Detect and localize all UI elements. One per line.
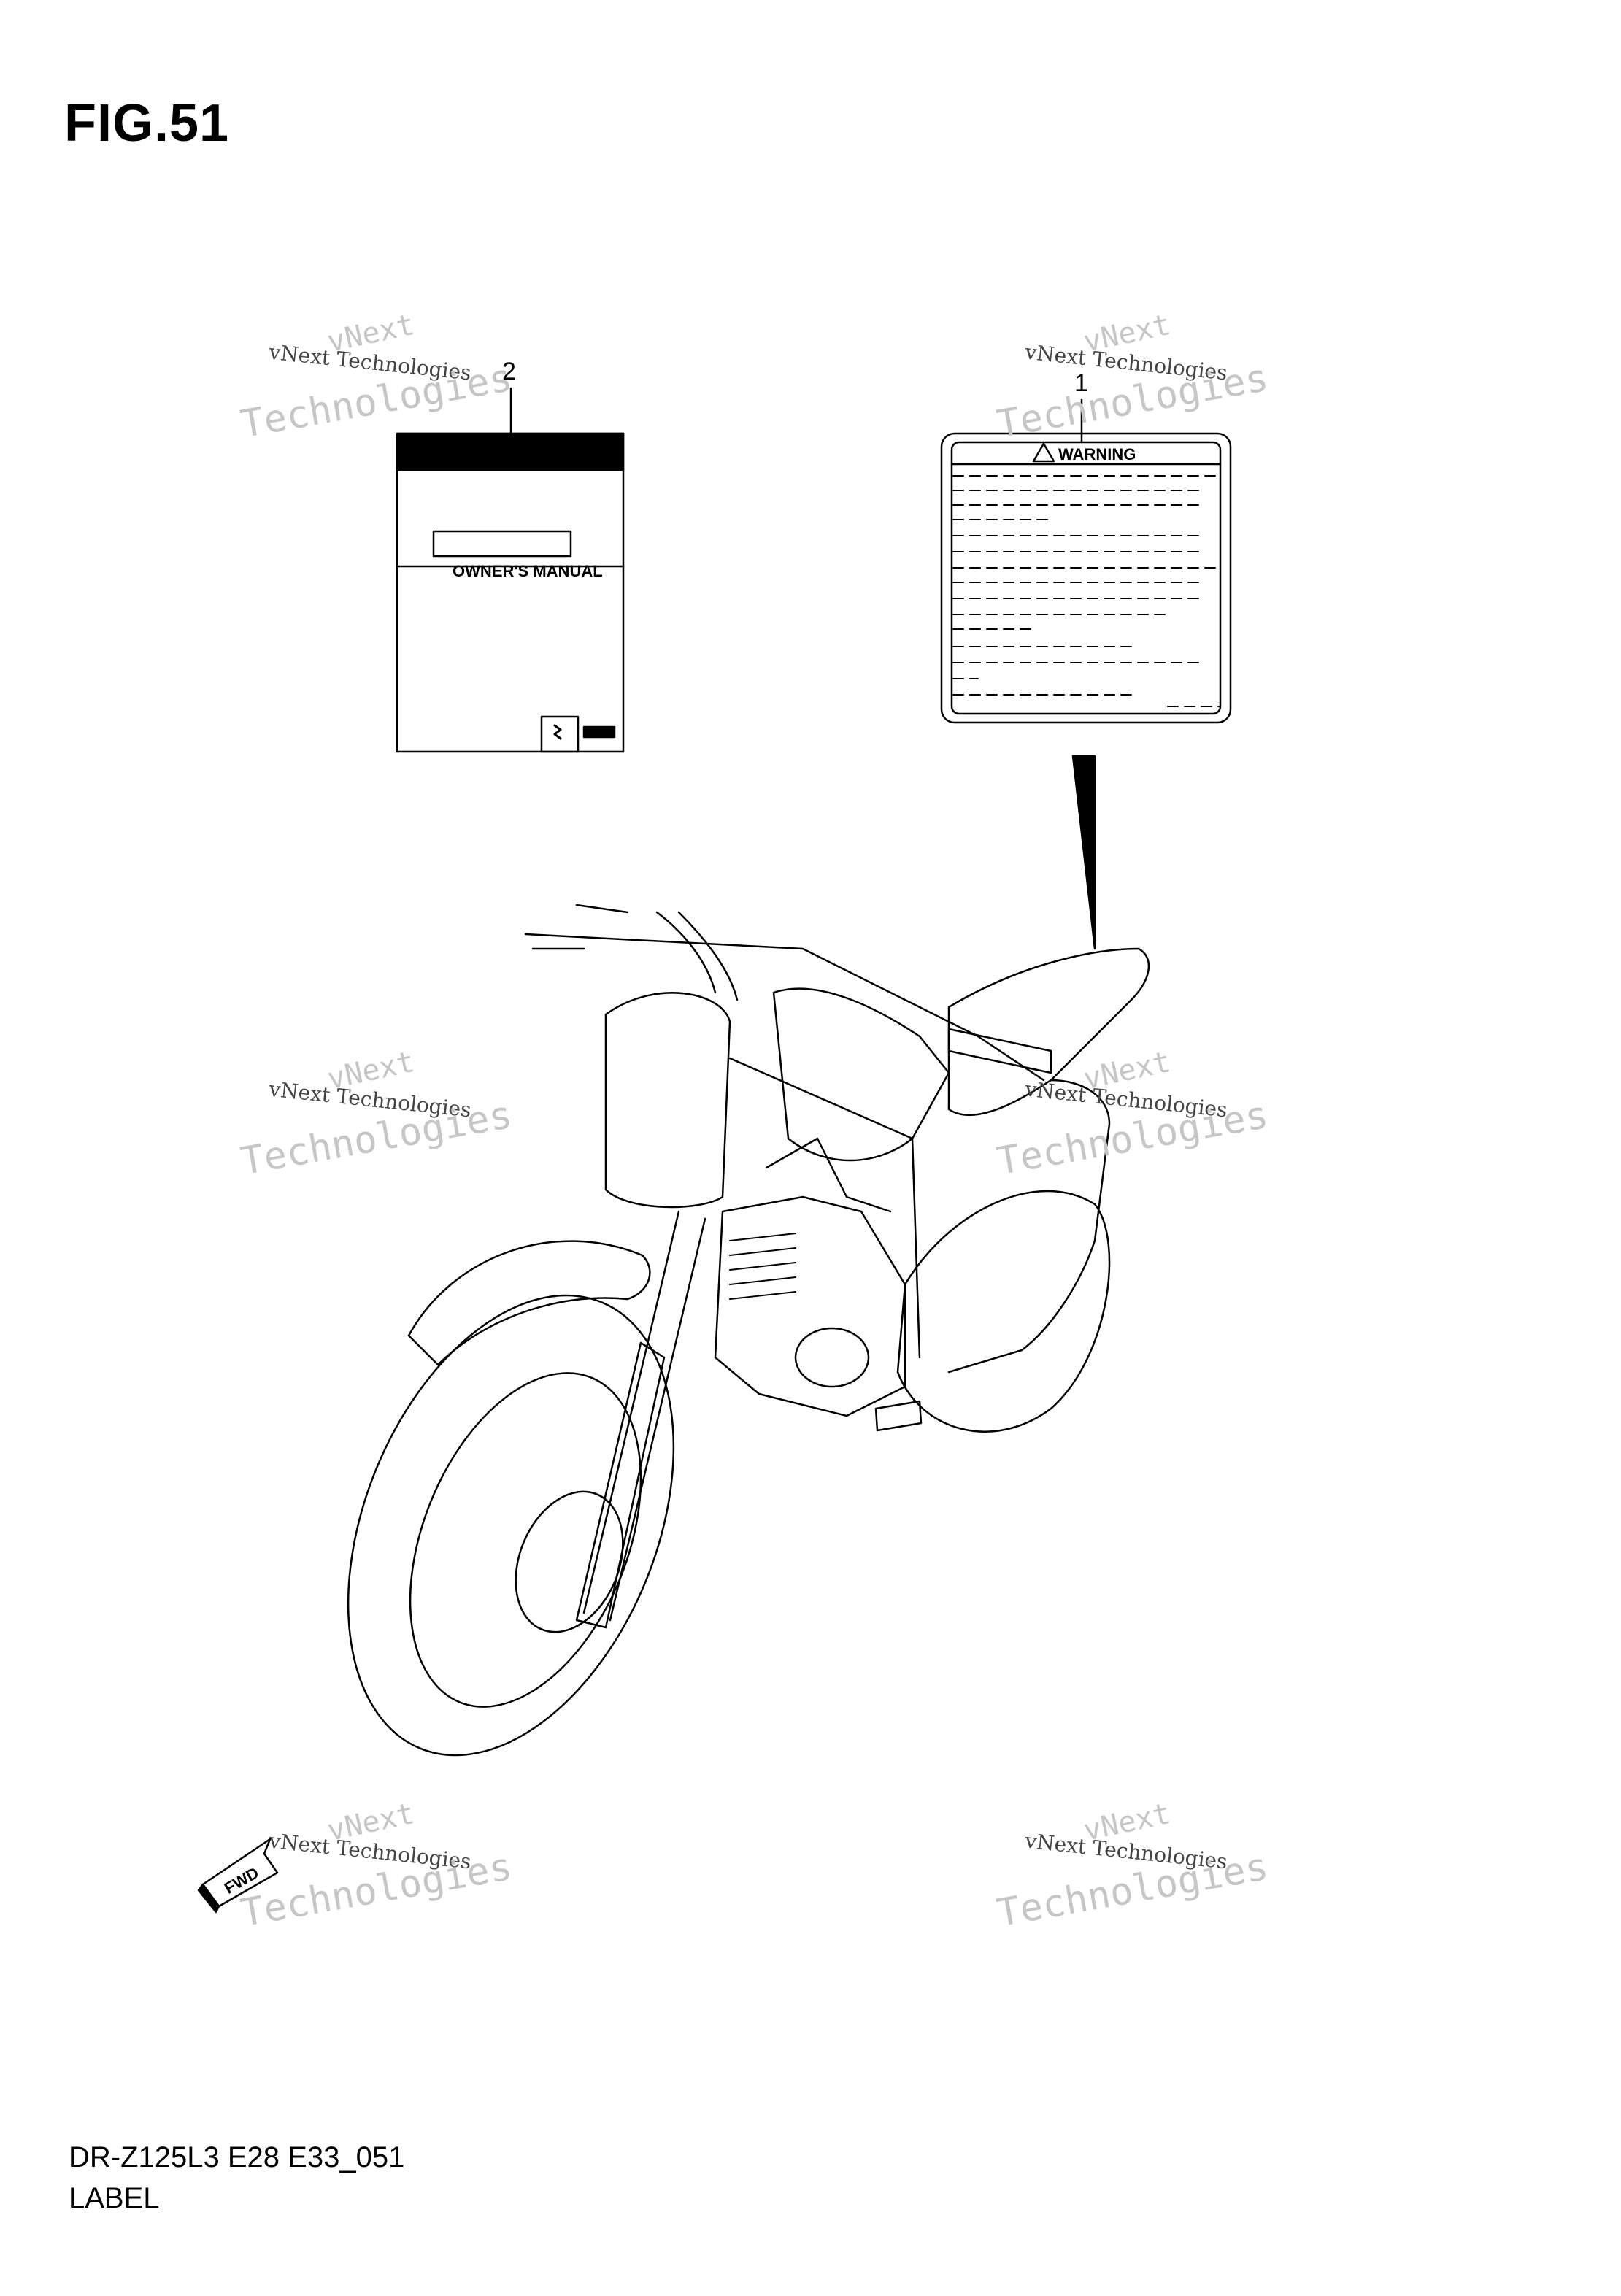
owners-manual-cover-text: OWNER'S MANUAL	[453, 562, 603, 580]
warning-triangle-icon	[1032, 442, 1055, 463]
motorcycle-illustration	[347, 904, 1150, 1757]
callout-warning-label: 1	[1074, 369, 1088, 397]
fwd-arrow-icon	[197, 1838, 279, 1914]
figure-title: FIG.51	[64, 94, 230, 153]
section-name: LABEL	[69, 2182, 160, 2214]
callout-owners-manual: 2	[502, 358, 516, 385]
suzuki-logo-icon	[553, 724, 562, 740]
warning-heading: WARNING	[1058, 445, 1136, 463]
warning-label-illustration	[940, 432, 1232, 724]
owners-manual-illustration	[396, 432, 625, 753]
model-code: DR-Z125L3 E28 E33_051	[69, 2141, 405, 2173]
pointer-arrow	[1071, 755, 1096, 950]
